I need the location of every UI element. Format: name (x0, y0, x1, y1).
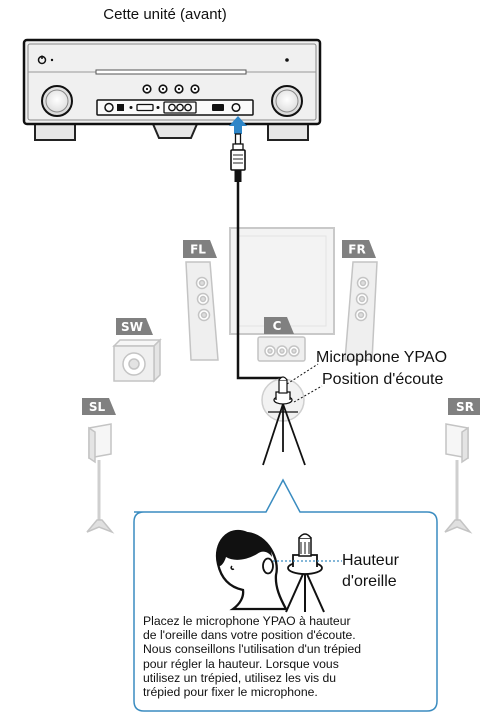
ear-height-callout (133, 478, 438, 712)
speaker-label-sr: SR (456, 400, 474, 414)
speaker-label-sw: SW (121, 320, 143, 334)
speaker-front-right (344, 261, 378, 361)
speaker-label-sl: SL (89, 400, 106, 414)
microphone-leader-line (286, 363, 319, 385)
page-title: Cette unité (avant) (103, 6, 227, 23)
speaker-surround-left (86, 423, 115, 534)
instruction-line: trépied pour fixer le microphone. (143, 685, 318, 700)
instruction-line: utilisez un trépied, utilisez les vis du (143, 670, 337, 685)
speaker-label-fr: FR (348, 243, 365, 257)
instructions-text: Placez le microphone YPAO à hauteur de l… (143, 614, 443, 699)
instruction-line: Nous conseillons l'utilisation d'un trép… (143, 642, 362, 657)
microphone-callout (285, 533, 325, 613)
av-receiver (22, 38, 322, 141)
speaker-center (257, 336, 306, 362)
speaker-badge-fr: FR (342, 240, 376, 258)
microphone-cable (230, 133, 283, 380)
instruction-line: pour régler la hauteur. Lorsque vous (143, 656, 339, 671)
speaker-badge-sr: SR (448, 398, 480, 415)
position-leader-line (293, 385, 323, 403)
tv-screen (229, 227, 335, 335)
speaker-surround-right (444, 423, 473, 534)
ear-height-label-line2: d'oreille (342, 573, 397, 590)
instruction-line: Placez le microphone YPAO à hauteur (143, 614, 351, 628)
speaker-badge-c: C (264, 317, 294, 334)
speaker-badge-sw: SW (116, 318, 153, 335)
power-button-icon (37, 55, 54, 65)
speaker-badge-sl: SL (82, 398, 116, 415)
ear-height-label-line1: Hauteur (342, 552, 399, 569)
microphone-tripod (261, 376, 306, 466)
speaker-label-c: C (273, 319, 282, 333)
speaker-subwoofer (112, 338, 162, 383)
instruction-line: de l'oreille dans votre position d'écout… (143, 628, 356, 643)
listening-position-label: Position d'écoute (322, 371, 444, 388)
speaker-label-fl: FL (190, 243, 206, 257)
connect-arrow-icon (229, 116, 247, 134)
speaker-badge-fl: FL (183, 240, 217, 258)
microphone-label: Microphone YPAO (316, 349, 448, 366)
person-head-icon (215, 530, 288, 611)
speaker-front-left (185, 261, 219, 361)
